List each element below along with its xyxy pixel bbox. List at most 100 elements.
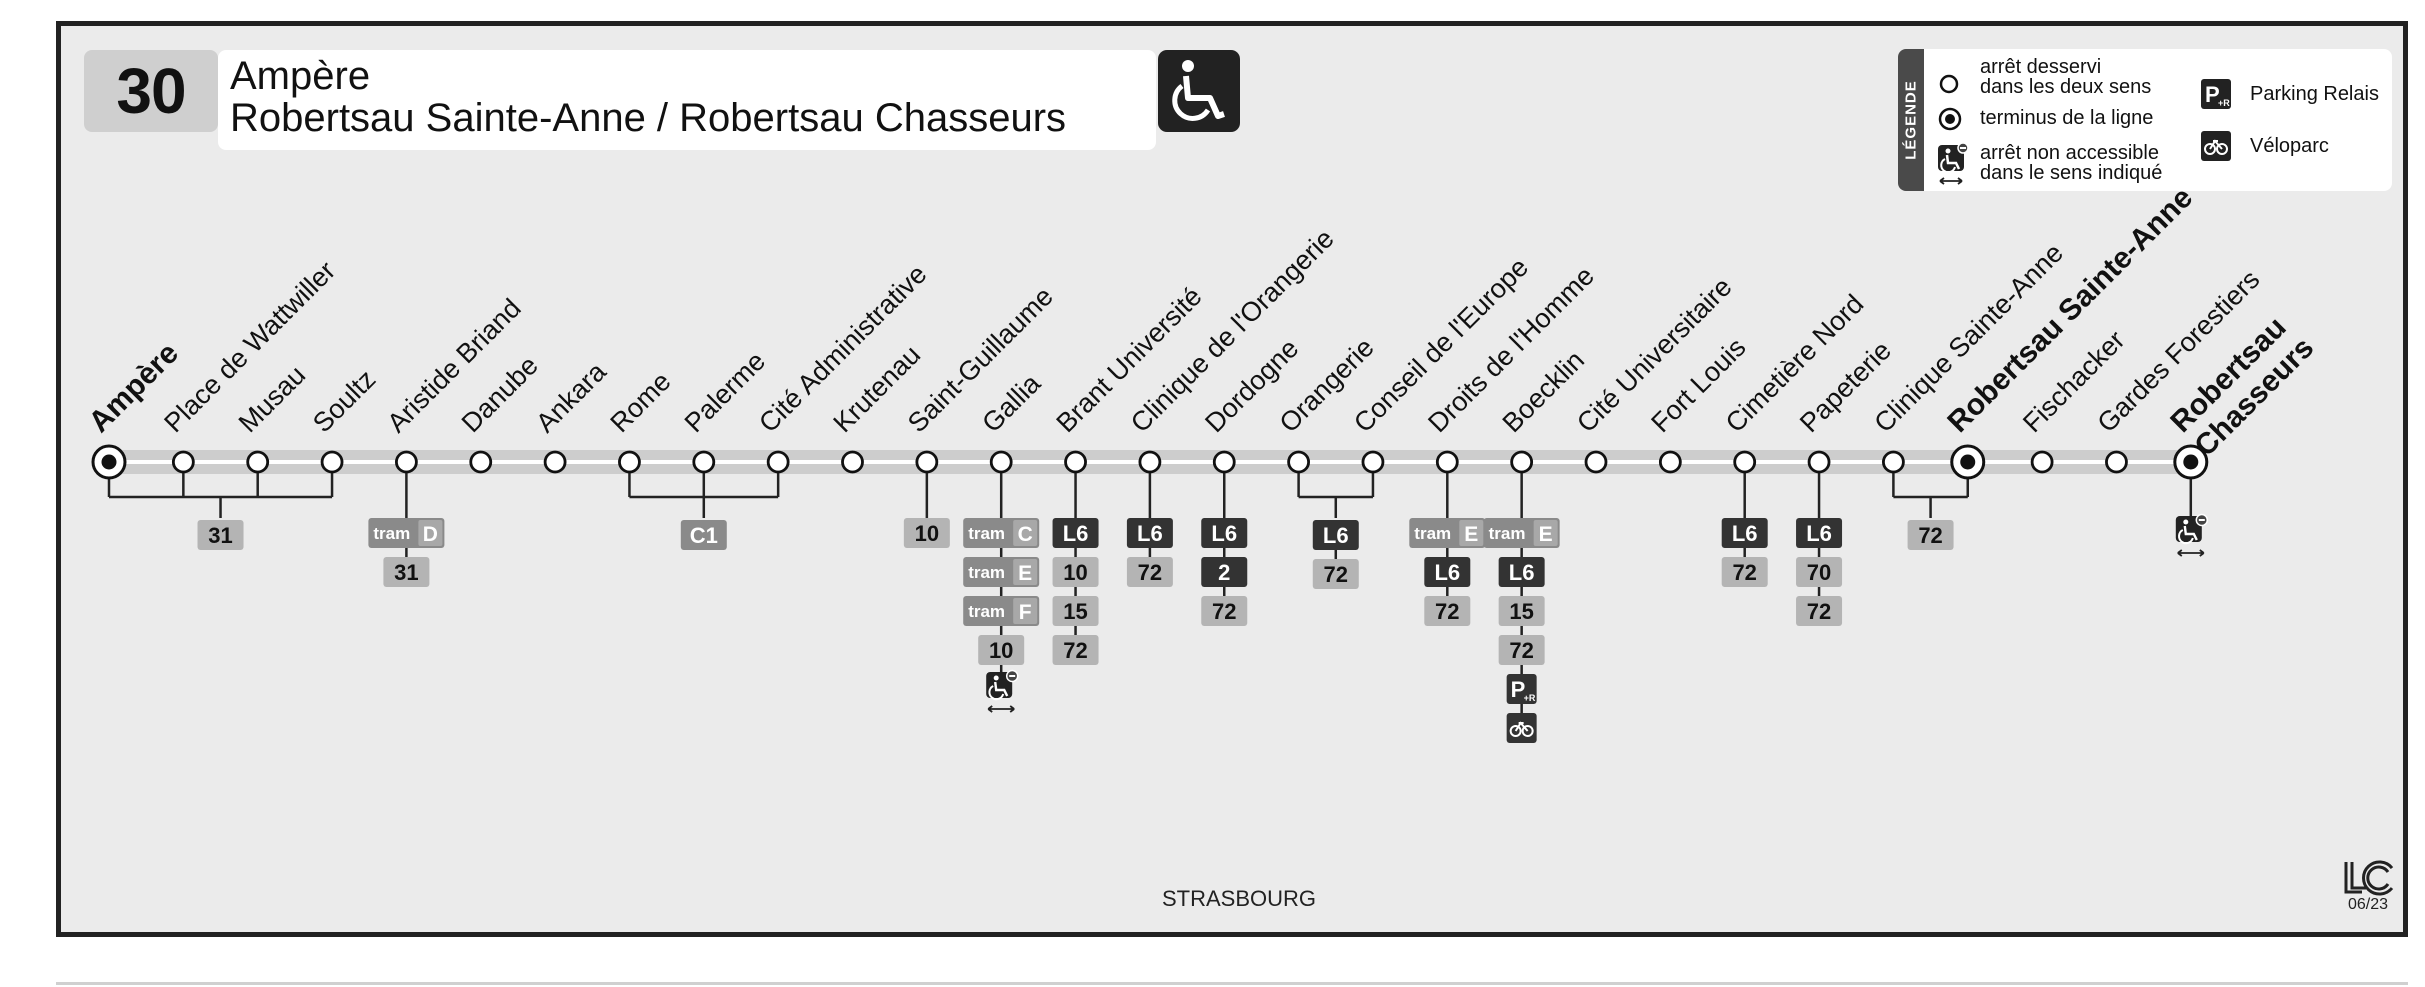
- line-badge-bg: [1126, 518, 1173, 548]
- line-badge-bg: [903, 518, 950, 548]
- route-destinations: Robertsau Sainte-Anne / Robertsau Chasse…: [230, 96, 1067, 140]
- line-badge-bg: [1721, 518, 1768, 548]
- icon-part: [2183, 519, 2189, 525]
- line-badge: L6: [1126, 518, 1173, 548]
- tram-badge-letter-bg: [1013, 520, 1038, 546]
- line-badge-label: 10: [989, 638, 1013, 663]
- legend-not-accessible: arrêt non accessible: [1980, 142, 2159, 164]
- line-badge-bg: [680, 520, 727, 550]
- line-badge: 72: [1498, 635, 1545, 665]
- legend-stop-both-2: dans les deux sens: [1980, 76, 2152, 98]
- line-badge-bg: [197, 520, 244, 550]
- tram-badge-prefix: tram: [968, 602, 1005, 621]
- line-badge-bg: [1201, 557, 1248, 587]
- line-badge: 15: [1052, 596, 1099, 626]
- line-badge: L6: [1312, 520, 1359, 550]
- icon-part: [2178, 529, 2194, 545]
- stop-marker: [1882, 450, 1905, 474]
- line-badge: L6: [1201, 518, 1248, 548]
- park-and-ride-icon: P+R: [1506, 674, 1537, 704]
- stop-marker: [1807, 450, 1831, 474]
- stop-marker: [2105, 450, 2128, 474]
- legend-bike-parking: Véloparc: [2250, 135, 2329, 157]
- line-badge-bg: [1052, 518, 1099, 548]
- stop-marker: [1212, 450, 1236, 474]
- line-badge: 72: [1907, 520, 1954, 550]
- connection-group: L6 2 72: [1201, 462, 1248, 626]
- edition-date: 06/23: [2348, 896, 2389, 913]
- connection-group: 10: [903, 462, 950, 548]
- line-badge-bg: [1052, 635, 1099, 665]
- stop-label: Gallia: [976, 368, 1047, 439]
- stop-marker: [989, 450, 1013, 474]
- line-badge: 72: [1052, 635, 1099, 665]
- line-badge-bg: [383, 557, 430, 587]
- line-badge: 72: [1721, 557, 1768, 587]
- line-badge-bg: [1312, 520, 1359, 550]
- tram-badge-letter-bg: [418, 520, 443, 546]
- direction-arrows: [987, 705, 1015, 713]
- wheelchair-blocked-icon: [986, 669, 1019, 713]
- line-badge: 2: [1201, 557, 1248, 587]
- legend: LÉGENDE arrêt desservi dans les deux sen…: [1898, 49, 2392, 191]
- direction-arrows: [2177, 549, 2205, 557]
- line-badge: L6: [1498, 557, 1545, 587]
- line-badge: 10: [1052, 557, 1099, 587]
- line-badge-label: 10: [1063, 560, 1087, 585]
- legend-park-ride: Parking Relais: [2250, 83, 2379, 105]
- icon-part: [988, 685, 1005, 701]
- stop-marker: [1361, 450, 1385, 474]
- stop-marker: [1510, 450, 1534, 474]
- stop-marker: [841, 450, 864, 474]
- line-badge-bg: [1907, 520, 1954, 550]
- line-badge-label: C1: [690, 523, 718, 548]
- tram-badge-prefix: tram: [968, 524, 1005, 543]
- svg-text:+R: +R: [2218, 98, 2230, 108]
- stop-label: Soultz: [307, 364, 381, 438]
- tram-badge-letter: E: [1539, 523, 1553, 546]
- legend-stop-both: arrêt desservi: [1980, 56, 2102, 78]
- line-badge-label: L6: [1732, 521, 1758, 546]
- line-badge-bg: [1052, 557, 1099, 587]
- bike-icon: [2201, 131, 2231, 161]
- tram-badge: tram E: [1483, 518, 1560, 548]
- tram-badge-prefix: tram: [1414, 524, 1451, 543]
- tram-badge-prefix: tram: [1489, 524, 1526, 543]
- line-badge: L6: [1721, 518, 1768, 548]
- line-badge: 31: [383, 557, 430, 587]
- icon-bg: [1506, 674, 1537, 704]
- line-badge-label: L6: [1434, 560, 1460, 585]
- line-badge-label: 72: [1212, 599, 1236, 624]
- line-badge-bg: [1312, 559, 1359, 589]
- stop-label: Palerme: [679, 346, 771, 438]
- line-badge-label: 2: [1218, 560, 1230, 585]
- tram-badge-letter-bg: [1459, 520, 1484, 546]
- stop-marker: [692, 450, 716, 474]
- line-badge-label: 15: [1509, 599, 1533, 624]
- line-badge: 70: [1796, 557, 1843, 587]
- line-badge-label: 72: [1509, 638, 1533, 663]
- connection-group: 31: [107, 462, 334, 550]
- line-badge: 72: [1796, 596, 1843, 626]
- tram-badge-letter-bg: [1013, 598, 1038, 624]
- line-badge-bg: [1201, 518, 1248, 548]
- wheelchair-icon: [1158, 50, 1240, 132]
- line-badge: L6: [1796, 518, 1843, 548]
- city-name: STRASBOURG: [1162, 886, 1317, 911]
- line-badge-label: L6: [1137, 521, 1163, 546]
- terminus-stop-dot: [1960, 454, 1976, 470]
- tram-badge-prefix: tram: [968, 563, 1005, 582]
- park-and-ride-icon: P +R: [2201, 79, 2231, 109]
- icon-part: [1521, 725, 1534, 737]
- line-badge-label: L6: [1211, 521, 1237, 546]
- icon-part: [2198, 519, 2205, 521]
- stop-marker: [1287, 450, 1310, 474]
- line-badge-bg: [1424, 557, 1471, 587]
- line-badge-bg: [1796, 596, 1843, 626]
